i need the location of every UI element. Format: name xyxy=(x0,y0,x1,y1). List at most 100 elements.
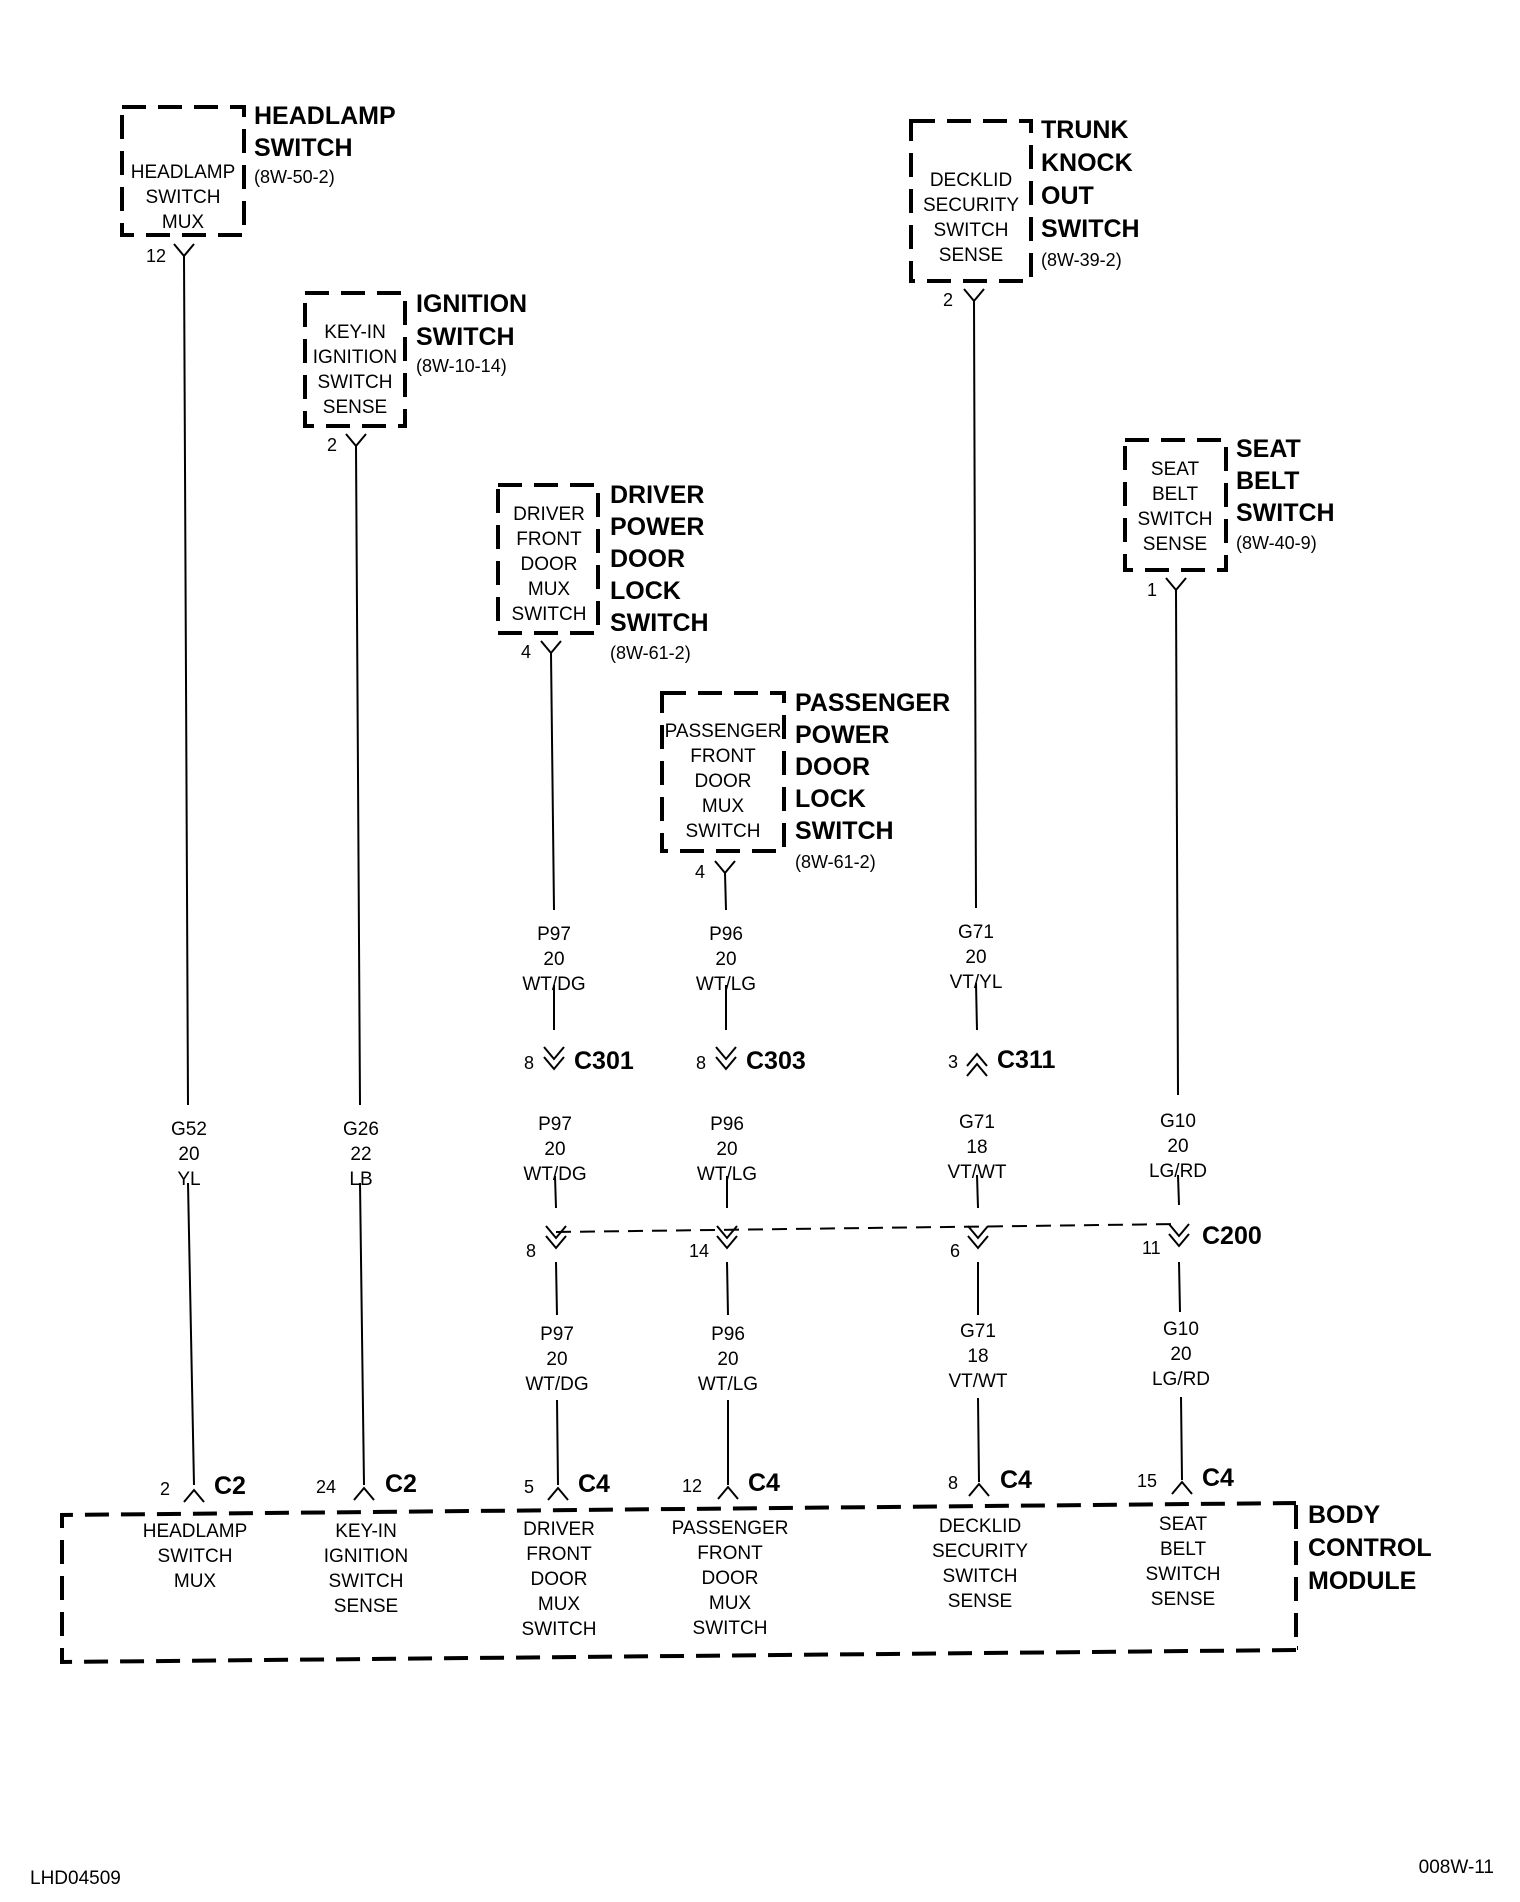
driver-title: POWER xyxy=(610,513,704,541)
wire-color: WT/DG xyxy=(522,974,585,995)
c200-pin: 14 xyxy=(689,1241,709,1261)
wire-g10 xyxy=(1178,1261,1181,1313)
seatbelt-pin: 1 xyxy=(1147,580,1157,600)
connector-symbol xyxy=(1165,577,1187,592)
wire-code: P97 xyxy=(537,924,571,945)
bcm-connector-id: C4 xyxy=(578,1470,610,1498)
wire-gauge: 18 xyxy=(966,1137,987,1158)
bcm-connector-id: C4 xyxy=(748,1469,780,1497)
wire-gauge: 20 xyxy=(1170,1344,1191,1365)
connector-symbol xyxy=(540,640,562,655)
passenger-inner-label: FRONT xyxy=(690,746,756,767)
wire-p97 xyxy=(555,1261,558,1316)
connector-symbol xyxy=(717,1485,739,1500)
seatbelt-title: BELT xyxy=(1236,467,1299,495)
wire-color: LG/RD xyxy=(1152,1369,1210,1390)
wire-g71 xyxy=(976,1174,979,1209)
wire-color: WT/LG xyxy=(697,1164,757,1185)
wire-gauge: 20 xyxy=(546,1349,567,1370)
wire-color: VT/WT xyxy=(947,1162,1006,1183)
connector-symbol xyxy=(183,1488,205,1503)
wire-code: G71 xyxy=(958,922,994,943)
trunk-title: OUT xyxy=(1041,182,1094,210)
driver-title: DRIVER xyxy=(610,481,704,509)
ignition-pin: 2 xyxy=(327,435,337,455)
headlamp-title: HEADLAMP xyxy=(254,102,396,130)
bcm-title: MODULE xyxy=(1308,1567,1416,1595)
component-passenger-door-lock-switch: PASSENGER FRONT DOOR MUX SWITCH PASSENGE… xyxy=(660,689,950,882)
ignition-switch-box xyxy=(303,291,407,428)
wire-gauge: 20 xyxy=(544,1139,565,1160)
bcm-pin-label: DOOR xyxy=(531,1569,588,1590)
component-headlamp-switch: HEADLAMP SWITCH MUX HEADLAMP SWITCH (8W-… xyxy=(120,102,396,266)
c200-name: C200 xyxy=(1202,1222,1262,1250)
trunk-title: SWITCH xyxy=(1041,215,1140,243)
wire-color: WT/LG xyxy=(696,974,756,995)
component-trunk-knock-out-switch: DECKLID SECURITY SWITCH SENSE TRUNK KNOC… xyxy=(909,116,1140,310)
wire-gauge: 20 xyxy=(965,947,986,968)
component-seat-belt-switch: SEAT BELT SWITCH SENSE SEAT BELT SWITCH … xyxy=(1123,435,1335,600)
connector-symbol xyxy=(716,1225,738,1250)
footer-left-code: LHD04509 xyxy=(30,1868,121,1889)
wire-color: VT/YL xyxy=(950,972,1003,993)
seatbelt-title: SWITCH xyxy=(1236,499,1335,527)
bcm-pin-label: KEY-IN xyxy=(335,1521,397,1542)
body-control-module: BODY CONTROL MODULE 2 C2 24 C2 5 C4 12 C… xyxy=(60,1464,1432,1665)
driver-title: SWITCH xyxy=(610,609,709,637)
bcm-pin-number: 12 xyxy=(682,1476,702,1496)
connector-symbol xyxy=(968,1482,990,1497)
wires xyxy=(183,255,1183,1486)
bcm-pin-label: HEADLAMP xyxy=(143,1521,248,1542)
ignition-inner-label: IGNITION xyxy=(313,347,397,368)
wire-code: P96 xyxy=(709,924,743,945)
passenger-ref: (8W-61-2) xyxy=(795,852,876,872)
ignition-title: SWITCH xyxy=(416,323,515,351)
wire-gauge: 20 xyxy=(716,1139,737,1160)
component-driver-door-lock-switch: DRIVER FRONT DOOR MUX SWITCH DRIVER POWE… xyxy=(496,481,709,663)
bcm-connector-id: C4 xyxy=(1202,1464,1234,1492)
passenger-title: LOCK xyxy=(795,785,866,813)
inline-connector-c303: 8 C303 xyxy=(696,1046,806,1075)
wire-code: G26 xyxy=(343,1119,379,1140)
passenger-title: POWER xyxy=(795,721,889,749)
passenger-pin: 4 xyxy=(695,862,705,882)
c200-dashed-line xyxy=(555,1223,1180,1233)
passenger-title: PASSENGER xyxy=(795,689,950,717)
wire-code: G71 xyxy=(960,1321,996,1342)
wire-gauge: 22 xyxy=(350,1144,371,1165)
passenger-inner-label: DOOR xyxy=(695,771,752,792)
wire-p97 xyxy=(554,1175,557,1209)
bcm-pin-label: DECKLID xyxy=(939,1516,1021,1537)
wire-code: G10 xyxy=(1163,1319,1199,1340)
c303-name: C303 xyxy=(746,1047,806,1075)
bcm-title: CONTROL xyxy=(1308,1534,1432,1562)
c311-pin: 3 xyxy=(948,1052,958,1072)
wire-gauge: 18 xyxy=(967,1346,988,1367)
ignition-inner-label: SENSE xyxy=(323,397,387,418)
headlamp-inner-label: HEADLAMP xyxy=(131,162,236,183)
bcm-pin-label: MUX xyxy=(538,1594,581,1615)
wire-g26 xyxy=(359,1182,365,1486)
wire-color: YL xyxy=(177,1169,200,1190)
wire-g10 xyxy=(1175,589,1179,1096)
connector-symbol xyxy=(345,433,367,448)
wire-gauge: 20 xyxy=(543,949,564,970)
connector-symbol xyxy=(545,1225,567,1250)
seatbelt-inner-label: SEAT xyxy=(1151,459,1200,480)
connector-symbol xyxy=(353,1486,375,1501)
c301-pin: 8 xyxy=(524,1053,534,1073)
trunk-switch-box xyxy=(909,119,1033,283)
passenger-inner-label: PASSENGER xyxy=(665,721,782,742)
connector-symbol xyxy=(1171,1480,1193,1495)
wire-code: P96 xyxy=(711,1324,745,1345)
trunk-title: TRUNK xyxy=(1041,116,1129,144)
wire-code: P97 xyxy=(538,1114,572,1135)
bcm-pin-label: SWITCH xyxy=(329,1571,404,1592)
wire-gauge: 20 xyxy=(178,1144,199,1165)
headlamp-switch-box xyxy=(120,105,246,237)
bcm-pin-label: FRONT xyxy=(697,1543,763,1564)
headlamp-inner-label: SWITCH xyxy=(146,187,221,208)
driver-pin: 4 xyxy=(521,642,531,662)
wire-g26 xyxy=(355,445,361,1106)
wire-code: P97 xyxy=(540,1324,574,1345)
